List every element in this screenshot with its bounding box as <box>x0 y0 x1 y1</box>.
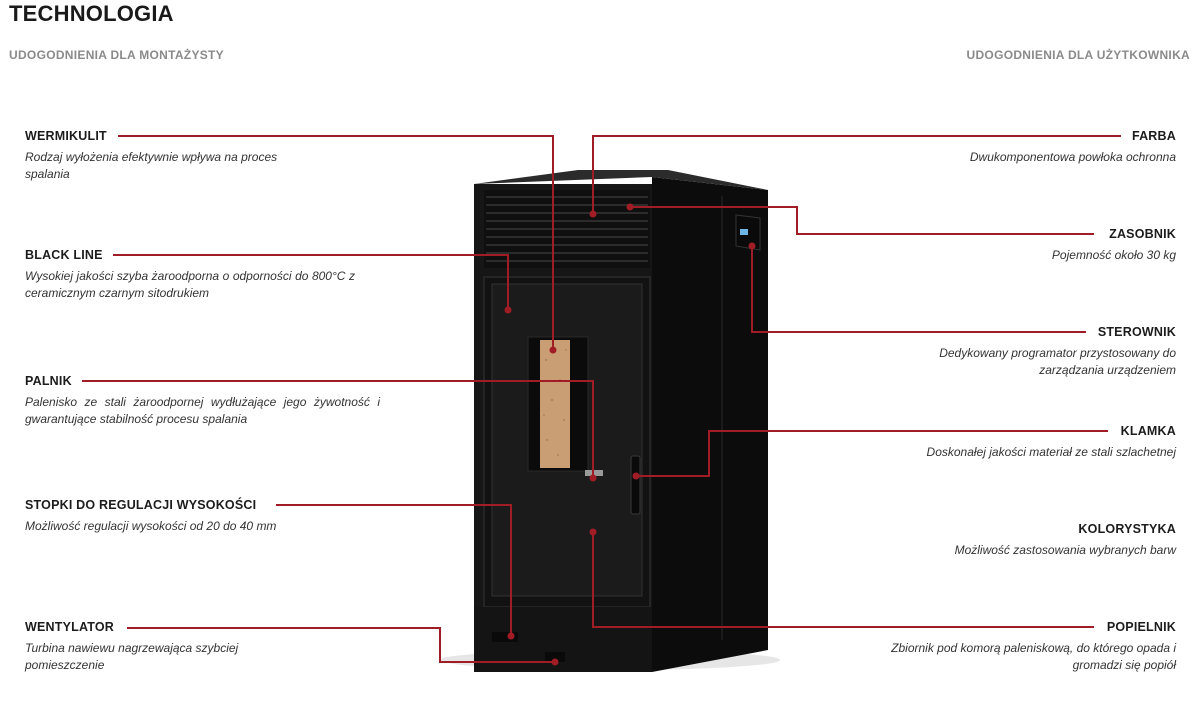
stove-side-panel <box>652 177 768 672</box>
user-benefits-heading: UDOGODNIENIA DLA UŻYTKOWNIKA <box>966 48 1190 62</box>
feature-description: Pojemność około 30 kg <box>1051 248 1176 262</box>
feature-title: STOPKI DO REGULACJI WYSOKOŚCI <box>25 498 257 512</box>
feature-black-line: BLACK LINE Wysokiej jakości szyba żarood… <box>25 248 355 302</box>
feature-burner: PALNIK Palenisko ze stali żaroodpornej w… <box>25 374 380 428</box>
feature-description: Turbina nawiewu nagrzewająca szybciej po… <box>25 641 239 672</box>
callout-lines <box>82 135 1121 666</box>
feature-description: Palenisko ze stali żaroodpornej wydłużaj… <box>25 395 380 426</box>
feature-description: Możliwość regulacji wysokości od 20 do 4… <box>25 519 277 533</box>
feature-fan: WENTYLATOR Turbina nawiewu nagrzewająca … <box>25 620 240 674</box>
feature-ash-pan: POPIELNIK Zbiornik pod komorą paleniskow… <box>846 620 1176 674</box>
feature-title: ZASOBNIK <box>1109 227 1176 241</box>
installer-benefits-heading: UDOGODNIENIA DLA MONTAŻYSTY <box>9 48 224 62</box>
feature-description: Doskonałej jakości materiał ze stali szl… <box>926 445 1176 459</box>
feature-title: KOLORYSTYKA <box>1078 522 1176 536</box>
feature-title: POPIELNIK <box>1106 620 1176 634</box>
feature-hopper: ZASOBNIK Pojemność około 30 kg <box>876 227 1176 264</box>
foot <box>492 632 518 642</box>
feature-description: Dwukomponentowa powłoka ochronna <box>969 150 1176 164</box>
vermiculite-panel <box>540 340 570 468</box>
feature-title: PALNIK <box>25 374 72 388</box>
feature-description: Możliwość zastosowania wybranych barw <box>954 543 1176 557</box>
feature-description: Zbiornik pod komorą paleniskową, do któr… <box>891 641 1176 672</box>
feature-paint: FARBA Dwukomponentowa powłoka ochronna <box>856 129 1176 166</box>
feature-description: Dedykowany programator przystosowany do … <box>939 346 1176 377</box>
feature-title: WERMIKULIT <box>25 129 107 143</box>
feature-title: FARBA <box>1131 129 1176 143</box>
feature-handle: KLAMKA Doskonałej jakości materiał ze st… <box>856 424 1176 461</box>
foot <box>545 652 565 662</box>
feature-title: BLACK LINE <box>25 248 103 262</box>
feature-vermiculite: WERMIKULIT Rodzaj wyłożenia efektywnie w… <box>25 129 325 183</box>
feature-colors: KOLORYSTYKA Możliwość zastosowania wybra… <box>876 522 1176 559</box>
feature-adjustable-feet: STOPKI DO REGULACJI WYSOKOŚCI Możliwość … <box>25 498 345 535</box>
feature-controller: STEROWNIK Dedykowany programator przysto… <box>916 325 1176 379</box>
feature-title: WENTYLATOR <box>25 620 115 634</box>
air-grille <box>484 190 650 268</box>
door-handle <box>630 455 641 515</box>
feature-title: STEROWNIK <box>1097 325 1176 339</box>
feature-description: Wysokiej jakości szyba żaroodporna o odp… <box>25 269 355 300</box>
feature-description: Rodzaj wyłożenia efektywnie wpływa na pr… <box>25 150 278 181</box>
page-title: TECHNOLOGIA <box>9 1 174 26</box>
feature-title: KLAMKA <box>1120 424 1176 438</box>
